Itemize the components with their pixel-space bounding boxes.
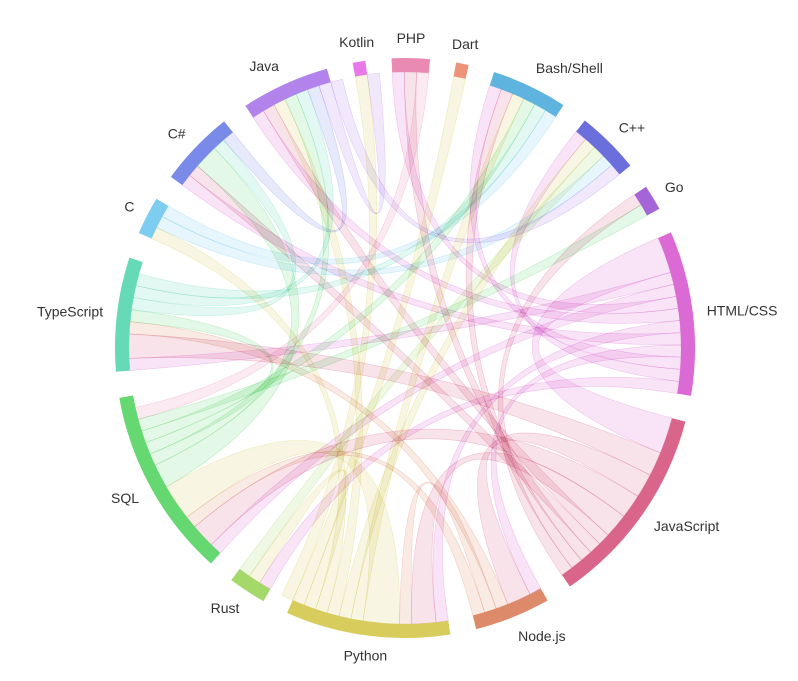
ribbon-javascript-typescript[interactable]: [128, 333, 661, 476]
group-arcs-layer: [115, 58, 695, 638]
group-label-kotlin: Kotlin: [339, 34, 374, 50]
group-label-html-css: HTML/CSS: [707, 302, 778, 318]
group-arc-html-css[interactable]: [658, 232, 695, 396]
group-arc-go[interactable]: [634, 186, 660, 216]
ribbon-c-java[interactable]: [223, 85, 347, 233]
group-arc-python[interactable]: [287, 600, 451, 638]
group-label-php: PHP: [397, 30, 426, 46]
group-arc-dart[interactable]: [453, 62, 469, 79]
group-arc-rust[interactable]: [231, 568, 271, 602]
group-label-c: C: [124, 199, 134, 215]
group-label-c: C#: [168, 126, 186, 142]
group-arc-typescript[interactable]: [115, 257, 143, 372]
group-arc-node-js[interactable]: [472, 588, 548, 630]
ribbon-html-css-c[interactable]: [510, 131, 681, 382]
group-arc-kotlin[interactable]: [352, 60, 368, 77]
group-arc-c[interactable]: [138, 198, 169, 239]
ribbons-layer: [128, 71, 682, 625]
ribbon-node-js-python[interactable]: [399, 481, 497, 625]
group-arc-javascript[interactable]: [561, 418, 686, 587]
group-label-c: C++: [619, 120, 645, 136]
group-label-go: Go: [665, 179, 684, 195]
group-label-javascript: JavaScript: [654, 518, 719, 534]
ribbon-php-sql[interactable]: [135, 71, 430, 420]
group-label-bash-shell: Bash/Shell: [536, 60, 603, 76]
ribbon-python-java[interactable]: [273, 99, 363, 617]
ribbon-python-kotlin[interactable]: [281, 74, 378, 601]
group-label-sql: SQL: [111, 490, 139, 506]
ribbon-html-css-typescript[interactable]: [128, 272, 674, 371]
group-label-dart: Dart: [452, 36, 479, 52]
group-arc-java[interactable]: [245, 68, 331, 118]
group-arc-c[interactable]: [576, 120, 631, 175]
group-label-java: Java: [249, 58, 279, 74]
group-arc-bash-shell[interactable]: [489, 72, 564, 117]
group-label-node-js: Node.js: [518, 628, 565, 644]
group-label-typescript: TypeScript: [37, 304, 103, 320]
group-label-python: Python: [344, 647, 388, 663]
group-arc-c[interactable]: [170, 121, 233, 186]
group-arc-sql[interactable]: [119, 395, 221, 564]
ribbon-java-c[interactable]: [330, 78, 620, 244]
group-arc-php[interactable]: [391, 58, 431, 74]
ribbon-javascript-go[interactable]: [497, 194, 642, 576]
group-label-rust: Rust: [211, 600, 240, 616]
